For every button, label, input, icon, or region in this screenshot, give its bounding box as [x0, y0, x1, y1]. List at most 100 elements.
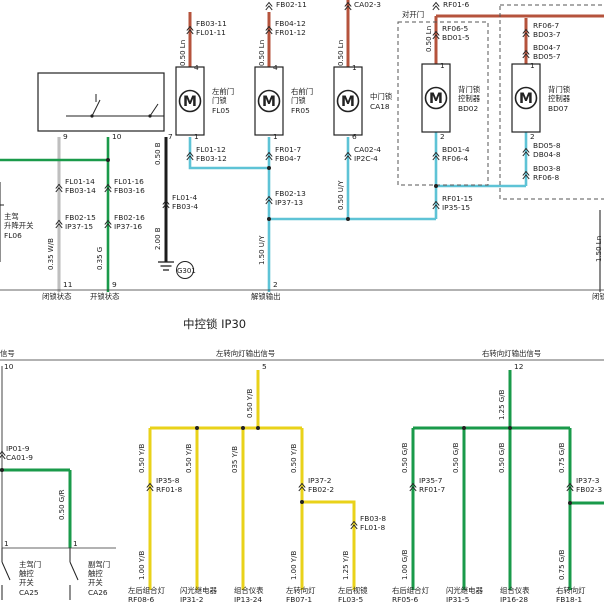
motor-icon-fr05: [257, 89, 281, 113]
connector-arrow-lower-11: [432, 155, 440, 161]
label-wire-05ln-2: 0.50 Ln: [258, 40, 266, 66]
ca26-switch-symbol: [69, 548, 79, 600]
ground-symbol: [158, 261, 174, 271]
junction-dot-5: [195, 426, 199, 430]
controller-switch-arm: [91, 99, 101, 117]
load-lb9-name: 右转向灯: [556, 586, 586, 595]
connector-arrow-22: [298, 482, 306, 488]
bd02-name-2: 控制器: [458, 94, 481, 103]
load-lb1-name: 左后组合灯: [128, 586, 166, 595]
connector-arrow-lower-25: [566, 486, 574, 492]
label-ip01-9: IP01-9: [6, 444, 30, 453]
label-fb02-11: FB02-11: [276, 0, 307, 9]
label-fb03-14: FB03-14: [65, 186, 96, 195]
connector-arrow-14: [162, 199, 170, 205]
ca25-switch-symbol: [1, 548, 11, 600]
junction-dot-0: [267, 166, 271, 170]
label-fl01-12: FL01-12: [196, 145, 226, 154]
label-wire-035wb: 0.35 W/B: [47, 238, 55, 270]
label-y-050-main: 0.50 Y/B: [246, 389, 254, 418]
connector-arrow-lower-4: [522, 53, 530, 59]
label-fb03-8: FB03-8: [360, 514, 386, 523]
label-bd05-8: BD05-8: [533, 141, 561, 150]
junction-dot-9: [462, 426, 466, 430]
pin-2-c: 2: [273, 280, 278, 289]
label-wire-05ln-5: 1.50 Ln: [595, 236, 603, 262]
fl06-code: FL06: [4, 231, 22, 240]
pin-2-a: 2: [440, 132, 445, 141]
ca25-name-3: 开关: [19, 578, 34, 587]
label-wire-05b: 0.50 B: [154, 142, 162, 165]
junction-dot-7: [256, 426, 260, 430]
label-g-050-b1: 0.50 G/B: [401, 442, 409, 473]
label-y-050-b4: 0.50 Y/B: [290, 444, 298, 473]
label-g-125-main: 1.25 G/B: [498, 389, 506, 420]
label-fb02-15: FB02-15: [65, 213, 96, 222]
connector-arrow-23: [350, 520, 358, 526]
junction-dot-12: [0, 468, 4, 472]
signal-left-cut: 信号: [0, 349, 15, 358]
label-wire-05ln-4: 0.50 Ln: [425, 26, 433, 52]
pin-1-d: 1: [194, 132, 199, 141]
label-bd01-4: BD01-4: [442, 145, 470, 154]
ca18-name: 中门锁: [370, 92, 393, 101]
connector-arrow-lower-2: [432, 34, 440, 40]
load-lb5-name: 左后视镜: [338, 586, 368, 595]
pin-b-5: 5: [262, 362, 267, 371]
connector-arrow-12: [522, 147, 530, 153]
connector-arrow-lower-3: [522, 32, 530, 38]
ca25-name-2: 触控: [19, 569, 34, 578]
connector-arrow-16: [432, 200, 440, 206]
label-wire-05uy: 0.50 U/Y: [337, 180, 345, 210]
ca25-name-1: 主驾门: [19, 560, 41, 569]
label-g-100-b1: 1.00 G/B: [401, 549, 409, 580]
label-fb04-7: FB04-7: [275, 154, 301, 163]
label-fr01-12: FR01-12: [275, 28, 306, 37]
junction-dot-3: [434, 184, 438, 188]
controller-switch-dot: [90, 114, 94, 118]
motor-letter-fl05: M: [183, 94, 197, 110]
pin-9-b: 9: [112, 280, 117, 289]
signal-unlock-output: 解锁输出: [251, 292, 281, 301]
label-ip35-8: IP35-8: [156, 476, 180, 485]
label-rf01-15: RF01-15: [442, 194, 473, 203]
label-ip37-3: IP37-3: [576, 476, 600, 485]
label-rf01-7: RF01-7: [419, 485, 445, 494]
label-bd05-7: BD05-7: [533, 52, 561, 61]
connector-arrow-lower-5: [265, 5, 273, 11]
connector-arrow-lower-9: [265, 155, 273, 161]
diagram-title: 中控锁 IP30: [183, 317, 246, 331]
pin-4-a: 4: [194, 63, 199, 72]
signal-left-turn: 左转向灯输出信号: [216, 349, 275, 358]
pin-b-1-b: 1: [73, 539, 78, 548]
connector-arrow-5: [265, 1, 273, 7]
label-ca02-4: CA02-4: [354, 145, 381, 154]
bd07-name-1: 背门锁: [548, 85, 571, 94]
ca26-code: CA26: [88, 588, 108, 597]
fl05-code: FL05: [212, 106, 230, 115]
connector-arrow-lower-17: [55, 187, 63, 193]
signal-lock-status: 闭锁状态: [42, 292, 72, 301]
label-rf06-5: RF06-5: [442, 24, 468, 33]
connector-arrow-lower-12: [522, 151, 530, 157]
connector-arrow-lower-6: [344, 5, 352, 11]
connector-arrow-lower-26: [0, 454, 6, 460]
label-fl01-11: FL01-11: [196, 28, 226, 37]
label-rf06-4: RF06-4: [442, 154, 468, 163]
motor-icon-ca18: [336, 89, 360, 113]
connector-arrow-9: [265, 151, 273, 157]
junction-dot-11: [568, 501, 572, 505]
ca18-code: CA18: [370, 102, 390, 111]
load-lb2-code: IP31-2: [180, 595, 203, 604]
label-ip35-7: IP35-7: [419, 476, 443, 485]
junction-dot-4: [106, 158, 110, 162]
controller-gap: [149, 103, 159, 117]
motor-icon-fl05: [178, 89, 202, 113]
motor-letter-fr05: M: [262, 94, 276, 110]
bd07-name-2: 控制器: [548, 94, 571, 103]
motor-letter-bd07: M: [519, 91, 533, 107]
signal-right-turn: 右转向灯输出信号: [482, 349, 541, 358]
label-ca01-9: CA01-9: [6, 453, 33, 462]
diagram-title-code: IP30: [221, 317, 246, 331]
